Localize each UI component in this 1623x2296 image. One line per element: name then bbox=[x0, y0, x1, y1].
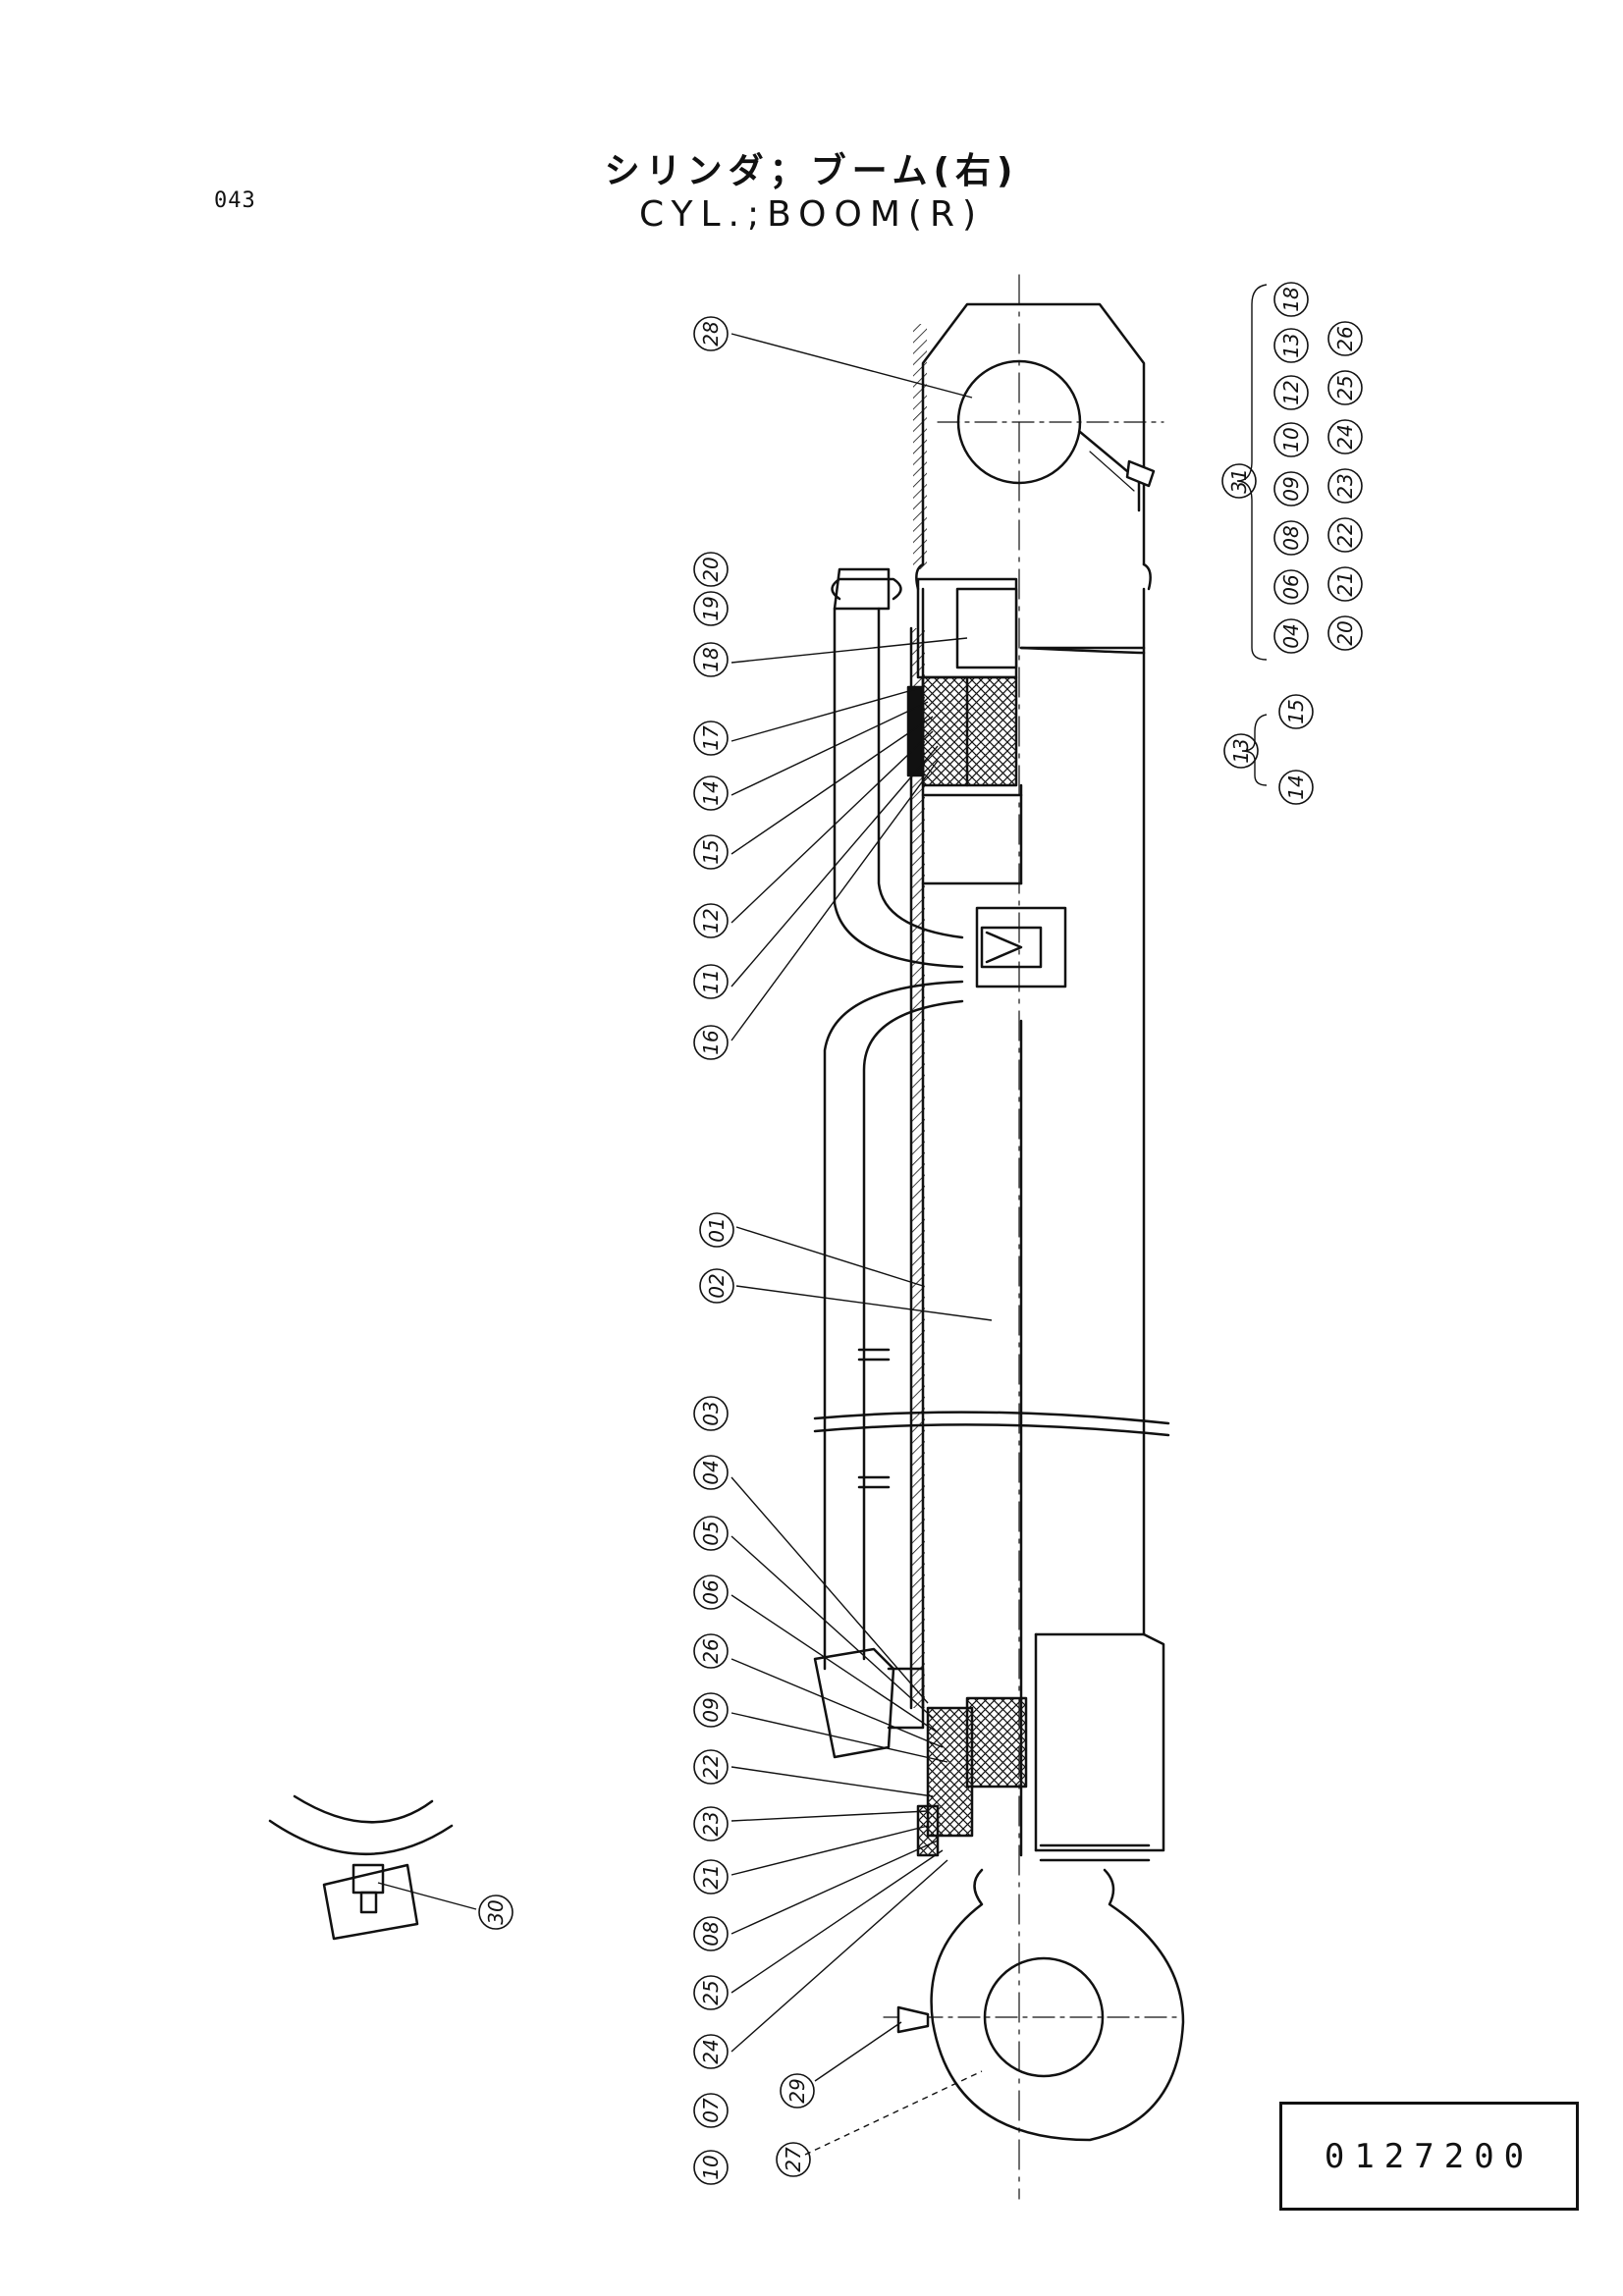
callout: 03 bbox=[693, 1396, 729, 1431]
svg-text:20: 20 bbox=[1333, 620, 1357, 645]
callout-label: 23 bbox=[699, 1811, 723, 1836]
svg-text:13: 13 bbox=[1229, 738, 1253, 763]
title-english: CYL.;BOOM(R) bbox=[638, 194, 985, 235]
callout-label: 05 bbox=[699, 1521, 723, 1545]
svg-text:26: 26 bbox=[1333, 326, 1357, 350]
svg-text:23: 23 bbox=[1333, 473, 1357, 498]
callout: 23 bbox=[693, 1806, 729, 1842]
callout: 09 bbox=[693, 1692, 729, 1728]
callout-label: 14 bbox=[699, 780, 723, 805]
callout: 21 bbox=[693, 1859, 729, 1895]
callout-label: 21 bbox=[699, 1864, 723, 1889]
callout: 22 bbox=[693, 1749, 729, 1785]
callout-label: 18 bbox=[699, 647, 723, 671]
callout: 18 bbox=[693, 642, 729, 677]
kit-31: 31 18 13 12 10 09 08 06 04 26 25 24 23 2… bbox=[1221, 282, 1363, 654]
callout: 07 bbox=[693, 2093, 729, 2128]
callout: 29 bbox=[780, 2073, 815, 2109]
callout: 17 bbox=[693, 721, 729, 756]
svg-text:14: 14 bbox=[1284, 774, 1308, 799]
callout-label: 06 bbox=[699, 1579, 723, 1604]
callout: 12 bbox=[693, 903, 729, 938]
kit-13: 13 15 14 bbox=[1223, 694, 1314, 805]
callout: 14 bbox=[693, 775, 729, 811]
svg-text:10: 10 bbox=[1279, 427, 1303, 452]
svg-text:25: 25 bbox=[1333, 375, 1357, 400]
callout-label: 22 bbox=[699, 1754, 723, 1779]
callout-label: 15 bbox=[699, 839, 723, 864]
callout-label: 10 bbox=[699, 2155, 723, 2179]
callout: 26 bbox=[693, 1633, 729, 1669]
svg-text:09: 09 bbox=[1279, 476, 1303, 501]
page-number: 043 bbox=[214, 188, 256, 213]
callout: 06 bbox=[693, 1575, 729, 1610]
callout: 11 bbox=[693, 964, 729, 999]
callout-label: 01 bbox=[705, 1217, 729, 1242]
callout-label: 27 bbox=[782, 2147, 805, 2172]
callout-label: 08 bbox=[699, 1921, 723, 1946]
svg-text:06: 06 bbox=[1279, 574, 1303, 599]
callout-label: 25 bbox=[699, 1980, 723, 2004]
callout-label: 02 bbox=[705, 1273, 729, 1298]
callout: 15 bbox=[693, 834, 729, 870]
callout-label: 17 bbox=[699, 725, 723, 751]
svg-text:13: 13 bbox=[1279, 333, 1303, 357]
callout: 27 bbox=[776, 2142, 811, 2177]
title-japanese: シリンダ；ブーム(右) bbox=[604, 151, 1019, 191]
callout-label: 24 bbox=[699, 2039, 723, 2063]
callout-label: 16 bbox=[699, 1030, 723, 1054]
callout-label: 29 bbox=[785, 2078, 809, 2103]
callout: 20 bbox=[693, 552, 729, 587]
callout: 16 bbox=[693, 1025, 729, 1060]
svg-text:21: 21 bbox=[1333, 571, 1357, 596]
callout-label: 30 bbox=[484, 1899, 508, 1924]
callout: 30 bbox=[478, 1895, 514, 1930]
callout-label: 26 bbox=[699, 1638, 723, 1663]
callout: 19 bbox=[693, 591, 729, 626]
callout: 04 bbox=[693, 1455, 729, 1490]
svg-text:31: 31 bbox=[1227, 468, 1251, 493]
callout-label: 04 bbox=[699, 1460, 723, 1484]
callout: 10 bbox=[693, 2150, 729, 2185]
svg-text:12: 12 bbox=[1279, 380, 1303, 404]
kit-id: 31 bbox=[1221, 463, 1257, 499]
kit-id: 13 bbox=[1223, 733, 1259, 769]
callout: 05 bbox=[693, 1516, 729, 1551]
svg-text:22: 22 bbox=[1333, 522, 1357, 547]
callout: 01 bbox=[699, 1212, 734, 1248]
callout: 25 bbox=[693, 1975, 729, 2010]
callout-label: 03 bbox=[699, 1401, 723, 1425]
part-number-box: 0127200 bbox=[1279, 2102, 1579, 2211]
svg-text:18: 18 bbox=[1279, 287, 1303, 311]
callout-label: 19 bbox=[699, 596, 723, 620]
callout-label: 11 bbox=[699, 969, 723, 993]
callout-label: 20 bbox=[699, 557, 723, 581]
callout-label: 09 bbox=[699, 1697, 723, 1722]
callout: 28 bbox=[693, 316, 729, 351]
callout: 02 bbox=[699, 1268, 734, 1304]
callout-label: 28 bbox=[699, 321, 723, 346]
callout-group-left: 28 20 19 18 17 14 15 12 11 16 01 02 03 0… bbox=[478, 316, 815, 2185]
svg-text:15: 15 bbox=[1284, 699, 1308, 723]
callout: 24 bbox=[693, 2034, 729, 2069]
svg-text:08: 08 bbox=[1279, 525, 1303, 550]
svg-text:04: 04 bbox=[1279, 623, 1303, 648]
callout: 08 bbox=[693, 1916, 729, 1951]
svg-text:24: 24 bbox=[1333, 424, 1357, 449]
callout-label: 07 bbox=[699, 2098, 723, 2123]
callout-label: 12 bbox=[699, 908, 723, 933]
